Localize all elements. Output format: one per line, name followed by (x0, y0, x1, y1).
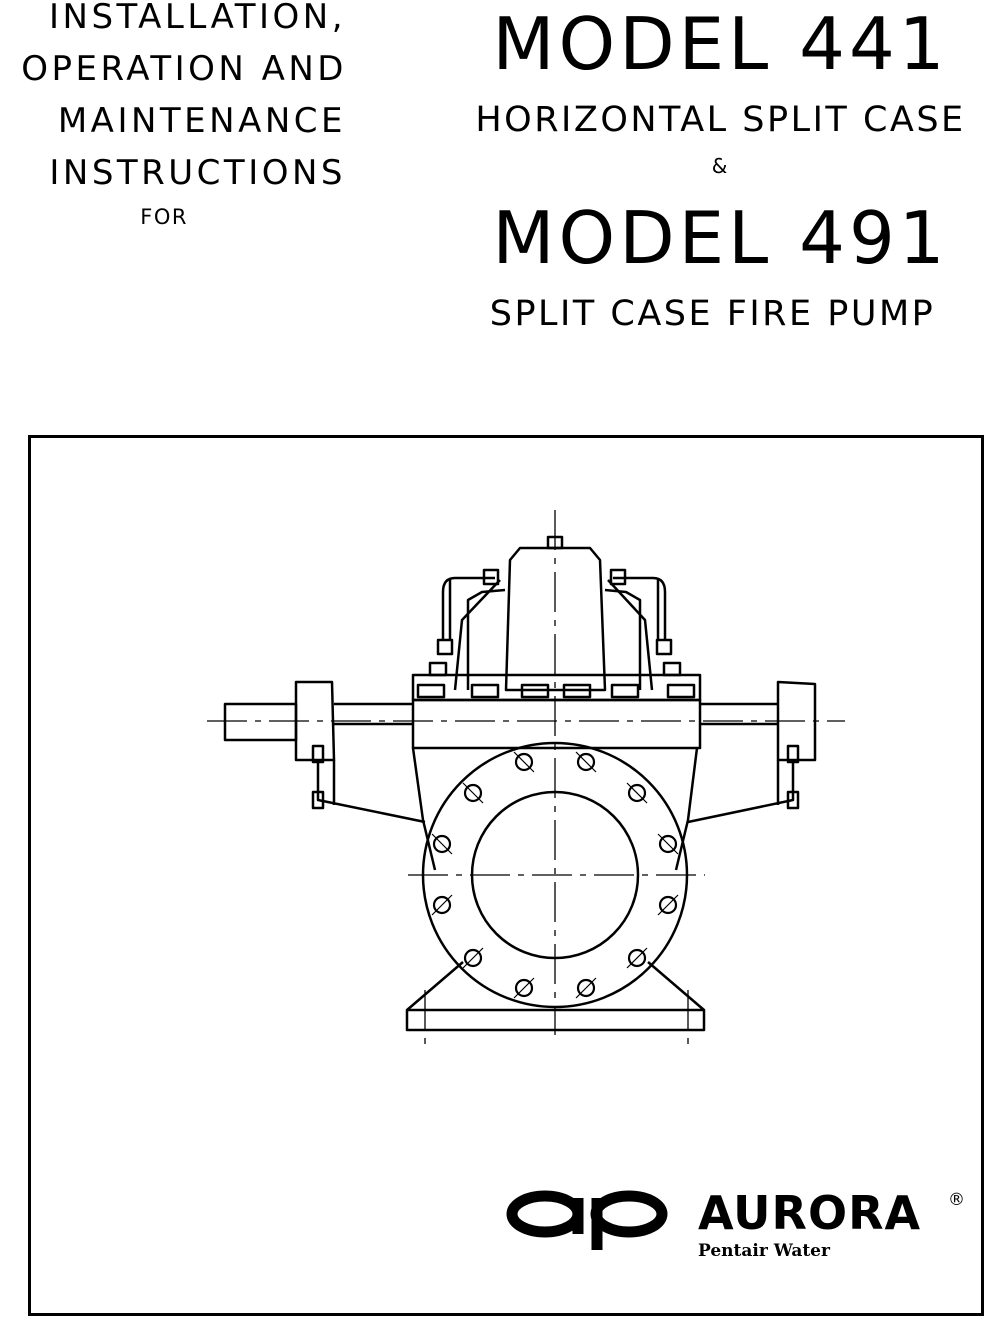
model-491-subtitle: SPLIT CASE FIRE PUMP (489, 294, 936, 334)
aurora-logo: AURORA ® Pentair Water (505, 1184, 965, 1260)
model-441-subtitle: HORIZONTAL SPLIT CASE (475, 100, 966, 140)
model-491-title: MODEL 491 (492, 196, 949, 280)
title-line-maintenance: MAINTENANCE (57, 101, 346, 141)
brand-tagline: Pentair Water (698, 1241, 830, 1261)
illustration-frame (28, 435, 984, 1316)
title-line-operation: OPERATION AND (21, 49, 347, 89)
ap-logo-icon (506, 1190, 668, 1250)
for-label: FOR (140, 205, 188, 229)
title-line-installation: INSTALLATION, (48, 0, 346, 37)
ampersand: & (711, 154, 728, 178)
model-441-title: MODEL 441 (492, 2, 949, 86)
title-line-instructions: INSTRUCTIONS (49, 153, 346, 193)
registered-mark: ® (948, 1190, 965, 1210)
brand-name: AURORA (698, 1186, 922, 1240)
